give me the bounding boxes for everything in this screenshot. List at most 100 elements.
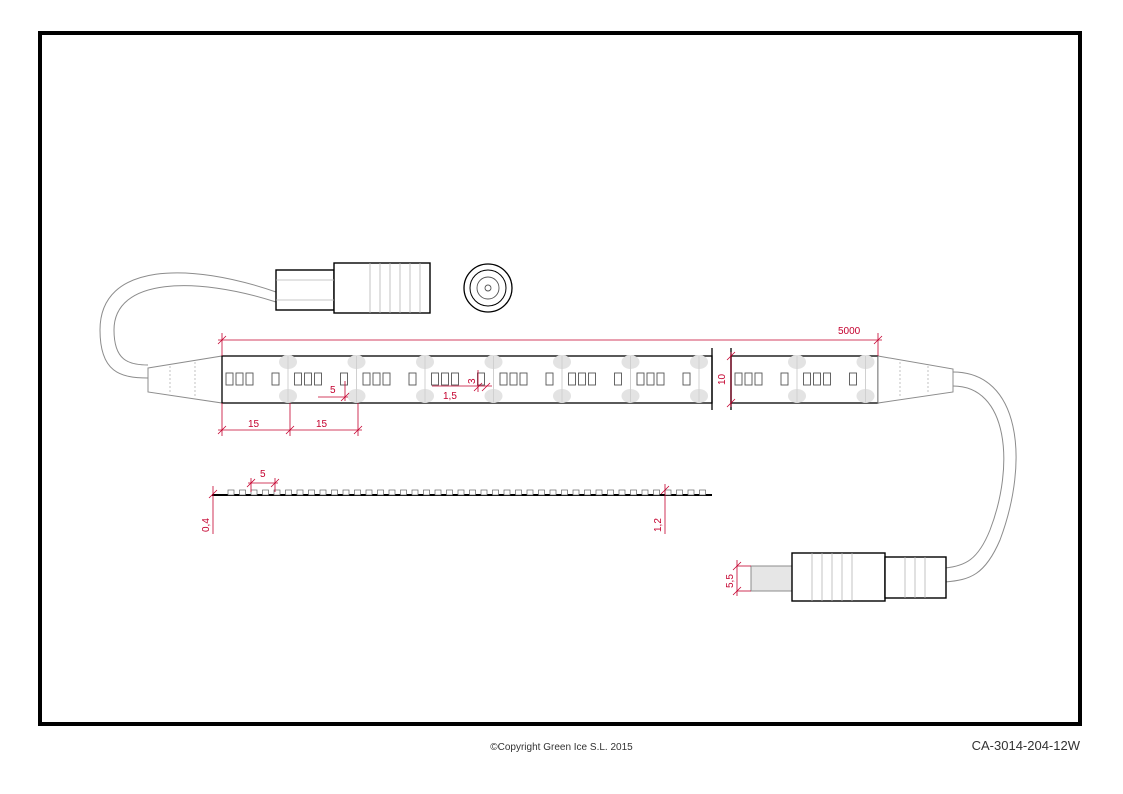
right-cable bbox=[944, 371, 1017, 583]
led-chip bbox=[545, 372, 554, 386]
left-cable bbox=[99, 272, 277, 379]
male-dc-plug bbox=[750, 552, 947, 602]
side-led bbox=[561, 489, 568, 496]
led-chip bbox=[614, 372, 622, 386]
side-led bbox=[630, 489, 637, 496]
side-led bbox=[457, 489, 465, 496]
dim-strip-width: 10 bbox=[717, 351, 736, 408]
dimensions: 5000 10 15 15 5 bbox=[201, 326, 883, 596]
side-led bbox=[273, 489, 281, 496]
part-code: CA-3014-204-12W bbox=[971, 738, 1080, 753]
led-chip bbox=[734, 372, 743, 386]
side-led bbox=[676, 489, 683, 496]
dim-side-pitch: 5 bbox=[246, 469, 280, 492]
led-chip bbox=[823, 372, 831, 386]
side-led bbox=[480, 489, 488, 496]
led-chip bbox=[235, 372, 244, 386]
side-led bbox=[572, 489, 580, 496]
side-led bbox=[584, 489, 591, 496]
copyright-notice: ©Copyright Green Ice S.L. 2015 bbox=[490, 742, 633, 753]
side-led bbox=[446, 489, 453, 496]
side-led bbox=[319, 489, 327, 496]
led-chip bbox=[441, 372, 449, 386]
led-chip bbox=[656, 372, 665, 386]
side-led bbox=[365, 489, 373, 496]
led-chip bbox=[509, 372, 518, 386]
side-led bbox=[388, 489, 396, 496]
side-led bbox=[653, 489, 660, 496]
led-chip bbox=[362, 372, 371, 386]
led-chip bbox=[568, 372, 576, 386]
led-chip bbox=[451, 372, 459, 386]
right-end-cap bbox=[877, 355, 954, 404]
side-led bbox=[515, 489, 522, 496]
side-led bbox=[595, 489, 603, 496]
led-chip bbox=[636, 372, 645, 386]
side-led bbox=[434, 489, 442, 496]
side-led bbox=[664, 489, 672, 496]
led-chip bbox=[646, 372, 655, 386]
side-led bbox=[618, 489, 626, 496]
side-led bbox=[469, 489, 476, 496]
led-chip bbox=[588, 372, 596, 386]
female-dc-jack bbox=[275, 262, 431, 314]
side-led bbox=[342, 489, 350, 496]
side-led bbox=[239, 489, 246, 496]
side-led bbox=[285, 489, 292, 496]
led-chip bbox=[408, 372, 417, 386]
led-chip bbox=[431, 372, 439, 386]
dim-segments: 15 15 bbox=[217, 403, 363, 436]
dim-pcb-thickness-label: 0,4 bbox=[201, 518, 212, 532]
side-led bbox=[526, 489, 534, 496]
side-led bbox=[411, 489, 419, 496]
dim-led-detail: 3 1,5 bbox=[432, 370, 492, 402]
dim-pcb-thickness: 0,4 bbox=[201, 486, 218, 534]
drawing-frame bbox=[38, 31, 1082, 726]
jack-end-view bbox=[463, 263, 513, 313]
dim-plug-diameter: 5,5 bbox=[725, 560, 751, 596]
dim-segment-2-label: 15 bbox=[316, 419, 328, 430]
side-led bbox=[492, 489, 499, 496]
dim-segment-1-label: 15 bbox=[248, 419, 260, 430]
side-led bbox=[354, 489, 361, 496]
side-led bbox=[641, 489, 649, 496]
side-led bbox=[400, 489, 407, 496]
led-chip bbox=[340, 372, 348, 386]
side-led bbox=[250, 489, 258, 496]
led-chip bbox=[314, 372, 322, 386]
strip-side-profile bbox=[212, 489, 712, 496]
side-led bbox=[549, 489, 557, 496]
led-chip bbox=[245, 372, 254, 386]
side-led bbox=[331, 489, 338, 496]
led-strip-end bbox=[730, 355, 879, 404]
led-chip bbox=[499, 372, 508, 386]
led-chip bbox=[849, 372, 857, 386]
side-led bbox=[308, 489, 315, 496]
led-chip bbox=[382, 372, 391, 386]
led-chip bbox=[519, 372, 528, 386]
dim-led-pitch: 5 bbox=[318, 381, 350, 402]
led-chip bbox=[813, 372, 821, 386]
led-chip bbox=[744, 372, 753, 386]
led-chip bbox=[578, 372, 586, 386]
led-strip-main bbox=[221, 355, 713, 404]
side-led bbox=[607, 489, 614, 496]
dim-led-height-label: 3 bbox=[467, 378, 478, 384]
side-led bbox=[377, 489, 384, 496]
side-led bbox=[538, 489, 545, 496]
left-end-cap bbox=[147, 355, 223, 404]
led-chip bbox=[754, 372, 763, 386]
led-chip bbox=[294, 372, 302, 386]
dim-strip-length-label: 5000 bbox=[838, 326, 861, 337]
led-chip bbox=[372, 372, 381, 386]
dim-strip-length: 5000 bbox=[217, 326, 883, 356]
led-chip bbox=[271, 372, 280, 386]
side-led bbox=[296, 489, 304, 496]
dim-led-gap-label: 1,5 bbox=[443, 391, 457, 402]
dim-side-pitch-label: 5 bbox=[260, 469, 266, 480]
side-led bbox=[423, 489, 430, 496]
dim-total-thickness-label: 1,2 bbox=[653, 518, 664, 532]
led-chip bbox=[803, 372, 811, 386]
side-led bbox=[699, 489, 706, 496]
dim-strip-width-label: 10 bbox=[717, 373, 728, 385]
